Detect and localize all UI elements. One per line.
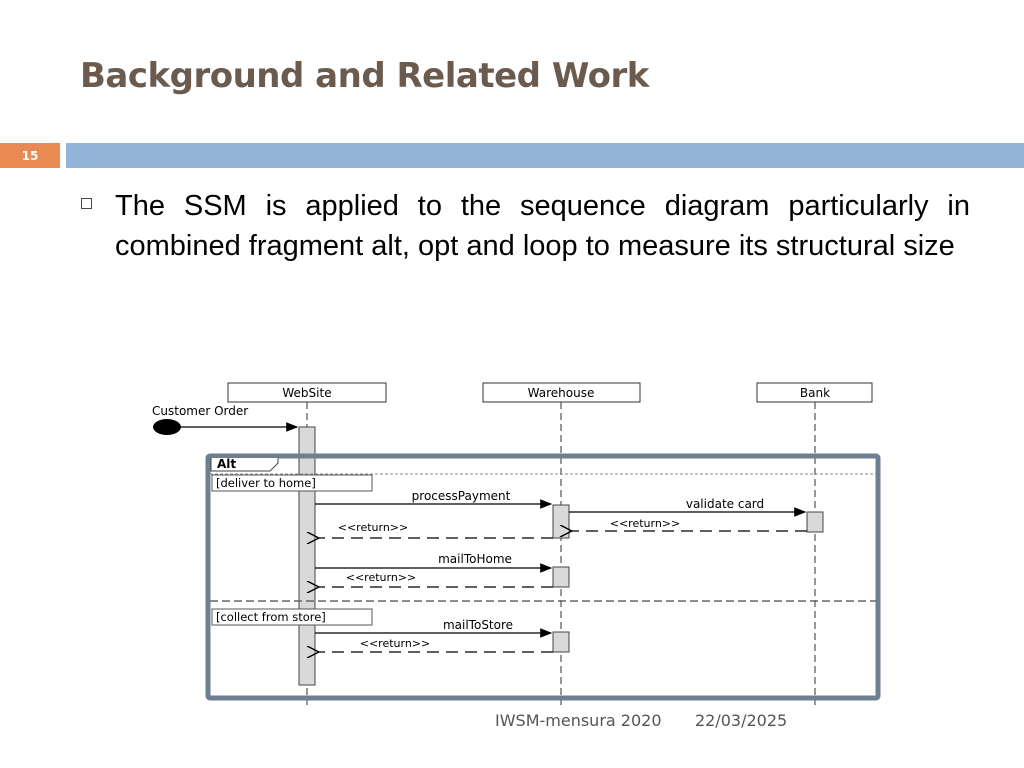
activation-warehouse-3: [552, 631, 570, 653]
alt-operator-label: Alt: [217, 457, 236, 471]
activation-website: [298, 426, 316, 686]
guard-collect-store: [collect from store]: [216, 610, 326, 624]
activation-warehouse-1: [552, 504, 570, 539]
lifeline-warehouse: Warehouse: [482, 382, 641, 705]
footer-date: 22/03/2025: [695, 711, 788, 730]
msg-validate-card-label: validate card: [686, 497, 764, 511]
initial-message-label: Customer Order: [152, 404, 248, 418]
activation-bank: [806, 511, 824, 533]
sequence-diagram: WebSite Warehouse Bank Customer Order Al…: [130, 370, 890, 715]
msg-mailtohome-label: mailToHome: [438, 552, 512, 566]
footer-conference: IWSM-mensura 2020: [495, 711, 662, 730]
bullet-text: The SSM is applied to the sequence diagr…: [115, 190, 970, 262]
lifeline-website-label: WebSite: [282, 386, 331, 400]
msg-return-3-label: <<return>>: [360, 637, 431, 650]
lifeline-warehouse-label: Warehouse: [528, 386, 595, 400]
msg-processpayment-label: processPayment: [412, 489, 511, 503]
slide-title: Background and Related Work: [80, 56, 649, 96]
slide-number-badge: 15: [0, 143, 60, 168]
msg-mailtostore-label: mailToStore: [443, 618, 513, 632]
alt-fragment-frame: [205, 453, 881, 701]
msg-return-2-label: <<return>>: [346, 571, 417, 584]
msg-return-1-label: <<return>>: [338, 521, 409, 534]
activation-warehouse-2: [552, 566, 570, 588]
lifeline-bank: Bank: [756, 382, 873, 705]
bullet-marker: [81, 198, 92, 209]
title-underline-bar: [66, 143, 1024, 168]
guard-deliver-home: [deliver to home]: [216, 476, 316, 490]
alt-operator-tab: [210, 458, 279, 472]
lifeline-bank-label: Bank: [800, 386, 830, 400]
msg-return-bank-label: <<return>>: [610, 517, 681, 530]
